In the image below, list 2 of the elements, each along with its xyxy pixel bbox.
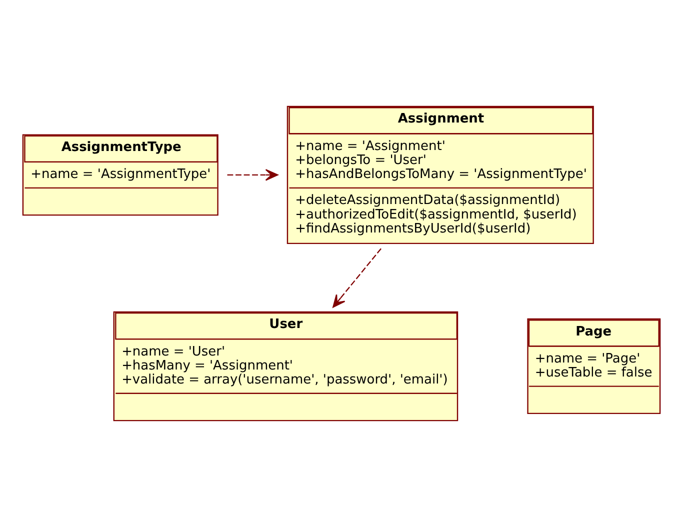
arrow [332, 248, 382, 308]
arrow [227, 168, 278, 180]
